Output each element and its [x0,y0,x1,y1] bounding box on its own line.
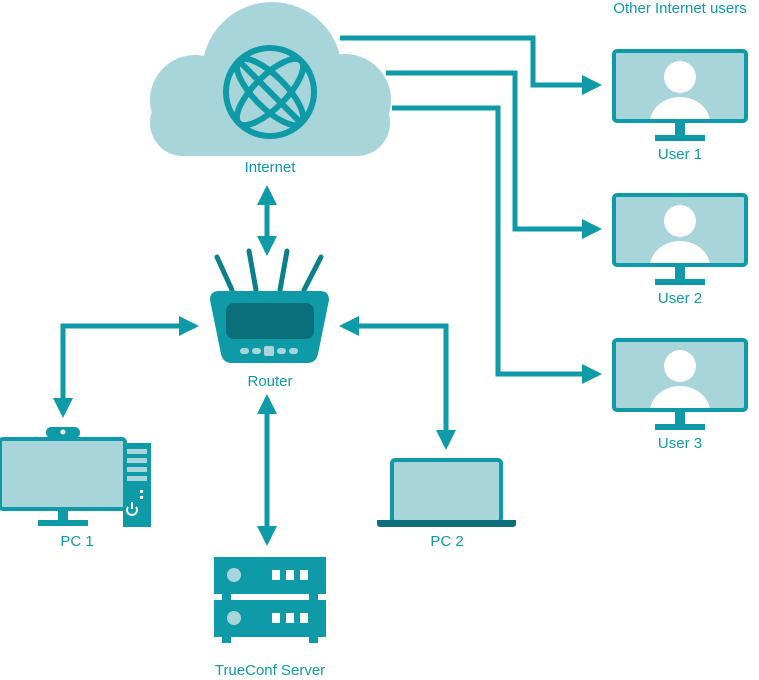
laptop-base [377,520,516,527]
pc1-label: PC 1 [60,533,94,550]
server-icon [214,557,326,643]
server-label: TrueConf Server [214,662,326,679]
user-monitor-base [655,424,705,430]
router-icon [210,248,329,363]
user-avatar-icon [650,350,710,408]
laptop-icon [377,458,516,527]
power-icon [126,502,138,516]
router-leds [240,346,298,356]
user-monitor-stand [675,267,685,279]
connectors-local [53,185,456,546]
user-monitor-icon [612,338,748,430]
router-panel [226,303,314,339]
user-monitor-base [655,135,705,141]
user2-label: User 2 [657,290,703,307]
connector-internet-user3 [392,105,602,384]
globe-icon [223,45,317,139]
user-monitor-icon [612,193,748,285]
connector-router-pc1 [53,316,199,418]
user-monitor-icon [612,49,748,141]
internet-label: Internet [244,159,296,176]
user-avatar-icon [650,205,710,263]
pc1-monitor-base [38,520,88,526]
internet-cloud [150,2,391,156]
cloud-puff-right [299,54,391,146]
user-monitor-base [655,279,705,285]
pc1-monitor-stand [58,510,68,521]
user-monitor-stand [675,123,685,135]
laptop-screen [390,458,503,524]
connector-internet-user1 [340,35,602,95]
router-antennas [214,248,324,293]
router-label: Router [247,373,293,390]
connectors-internet-users [340,35,602,384]
pc1-tower [123,443,151,527]
connector-router-pc2 [339,316,456,450]
connector-internet-user2 [386,70,602,239]
desktop-pc-icon [0,427,151,527]
pc2-label: PC 2 [430,533,464,550]
user-avatar-icon [650,61,710,119]
user-monitor-stand [675,412,685,424]
pc1-monitor [0,437,127,511]
user-monitors [612,49,748,430]
user1-label: User 1 [657,146,703,163]
other-users-label: Other Internet users [613,0,747,17]
user3-label: User 3 [657,435,703,452]
